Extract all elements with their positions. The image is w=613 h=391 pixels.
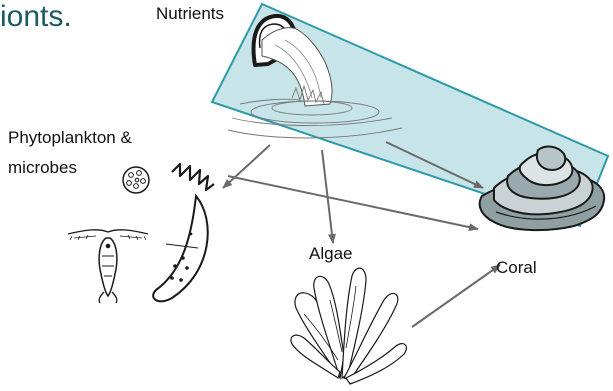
algae-label: Algae <box>309 244 352 264</box>
nutrients-label: Nutrients <box>156 4 224 24</box>
copepod-icon <box>68 230 148 303</box>
title-fragment: ionts. <box>0 0 72 34</box>
algae-seaweed-icon <box>291 268 407 384</box>
arrow-phytoplankton-to-coral <box>228 176 478 229</box>
phytoplankton-label-line2: microbes <box>8 158 77 178</box>
phytoplankton-cell-icon <box>123 167 149 193</box>
crescent-microbe-icon <box>153 196 208 301</box>
phytoplankton-label-line1: Phytoplankton & <box>8 128 132 148</box>
arrow-algae-to-coral <box>412 265 500 327</box>
coral-label: Coral <box>496 258 537 278</box>
arrow-nutrients-to-phytoplankton <box>223 145 270 188</box>
zigzag-microbe-icon <box>172 164 214 190</box>
